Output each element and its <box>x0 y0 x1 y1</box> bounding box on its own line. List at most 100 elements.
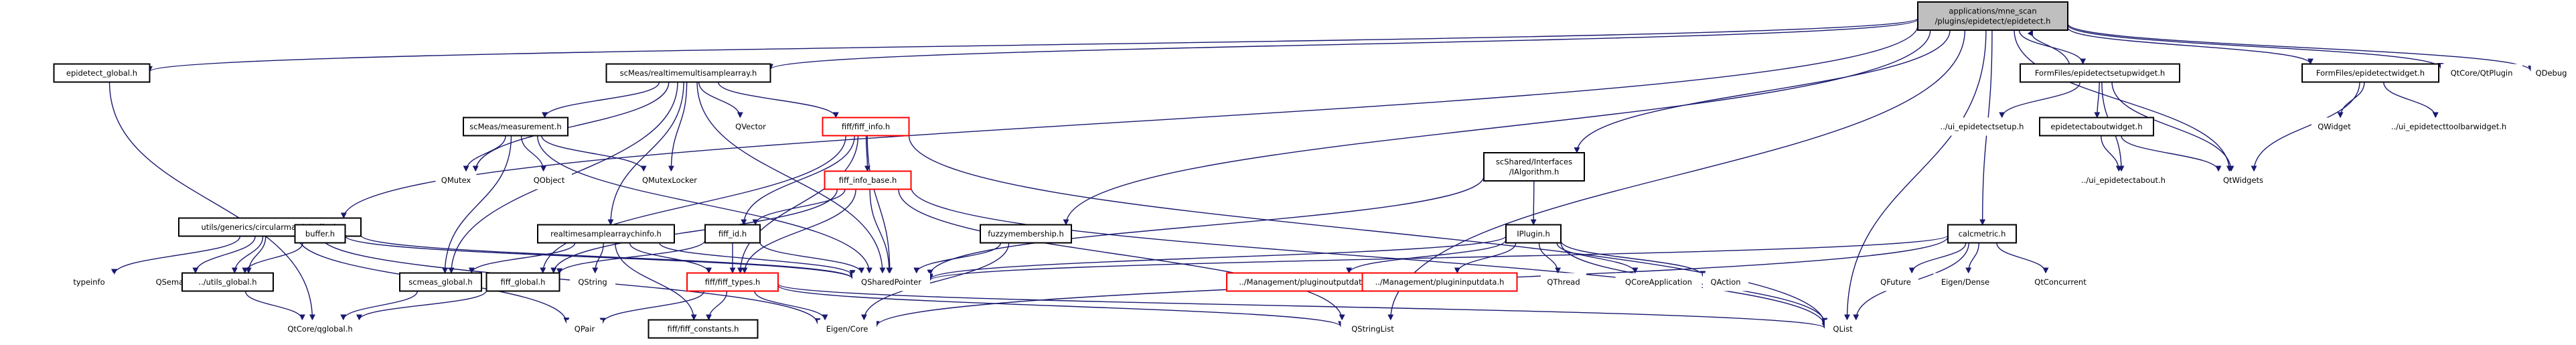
node-label: QtWidgets <box>2223 176 2263 185</box>
edge-setupwidget-to-aboutwidget <box>2094 82 2101 119</box>
node-scmeas-rtmsa[interactable]: scMeas/realtimemultisamplearray.h <box>605 63 771 83</box>
node-qwidget[interactable]: QWidget <box>2312 117 2357 136</box>
node-root[interactable]: applications/mne_scan/plugins/epidetect/… <box>1917 1 2068 31</box>
node-box <box>2312 117 2357 136</box>
node-label: QThread <box>1547 277 1580 287</box>
node-box <box>1505 224 1562 244</box>
node-plugininputdata[interactable]: ../Management/plugininputdata.h <box>1361 272 1518 292</box>
node-ui-about[interactable]: ../ui_epidetectabout.h <box>2066 171 2180 190</box>
node-label: typeinfo <box>73 277 104 287</box>
node-typeinfo[interactable]: typeinfo <box>64 273 115 291</box>
node-qtcore-plugin[interactable]: QtCore/QtPlugin <box>2441 64 2522 82</box>
node-box <box>2301 63 2439 83</box>
node-qcoreapplication[interactable]: QCoreApplication <box>1615 273 1702 291</box>
edge-fiff-info-base-to-qlist <box>910 186 1828 327</box>
node-qlist[interactable]: QList <box>1825 320 1861 338</box>
node-aboutwidget[interactable]: epidetectaboutwidget.h <box>2039 117 2154 137</box>
edge-fiff-types-to-eigen-core <box>754 291 828 321</box>
node-epidetectwidget[interactable]: FormFiles/epidetectwidget.h <box>2301 63 2439 83</box>
node-label: FormFiles/epidetectsetupwidget.h <box>2035 68 2165 78</box>
node-box <box>1947 224 2017 244</box>
node-eigen-dense[interactable]: Eigen/Dense <box>1933 273 1997 291</box>
node-label: Eigen/Dense <box>1941 277 1989 287</box>
node-qfuture[interactable]: QFuture <box>1873 273 1918 291</box>
node-ui-toolbar[interactable]: ../ui_epidetecttoolbarwidget.h <box>2374 117 2524 136</box>
node-box <box>728 117 773 136</box>
node-label: applications/mne_scan <box>1949 7 2036 16</box>
node-label: calcmetric.h <box>1959 229 2006 238</box>
node-qmutexlocker[interactable]: QMutexLocker <box>635 171 704 190</box>
node-label: ../ui_epidetectabout.h <box>2081 176 2166 185</box>
node-measurement[interactable]: scMeas/measurement.h <box>463 117 569 137</box>
node-fiff-info-base[interactable]: fiff_info_base.h <box>824 170 912 190</box>
node-qdebug[interactable]: QDebug <box>2530 64 2572 82</box>
node-buffer[interactable]: buffer.h <box>294 224 346 244</box>
node-fiff-types[interactable]: fiff/fiff_types.h <box>686 272 779 292</box>
edge-path <box>898 189 1345 321</box>
node-label: QCoreApplication <box>1625 277 1692 287</box>
node-qsharedpointer[interactable]: QSharedPointer <box>852 273 930 291</box>
node-qthread[interactable]: QThread <box>1541 273 1586 291</box>
node-epidetect-global[interactable]: epidetect_global.h <box>53 63 151 83</box>
node-scshared-ialg[interactable]: scShared/Interfaces/IAlgorithm.h <box>1483 152 1585 182</box>
node-label: QMutex <box>441 176 471 185</box>
edge-path <box>607 82 684 226</box>
edge-rtsachinfo-to-fiff-constants <box>615 243 697 321</box>
edge-fiff-id-to-fiff-global <box>556 240 706 275</box>
edge-fiff-info-to-fiff-types <box>737 135 859 274</box>
node-label: fiff_global.h <box>501 277 546 287</box>
edge-fiff-types-to-qpair <box>599 291 705 324</box>
node-label: QVector <box>735 122 766 131</box>
edge-rtsachinfo-to-fiff-types <box>629 243 712 274</box>
edge-path <box>2111 82 2234 172</box>
edge-setupwidget-to-root <box>2027 29 2070 64</box>
node-fiff-id[interactable]: fiff_id.h <box>704 224 761 244</box>
edge-fiff-types-to-qlist <box>777 283 1828 329</box>
node-fuzzy[interactable]: fuzzymembership.h <box>980 224 1072 244</box>
edge-fiff-info-to-qlist <box>908 135 1828 326</box>
node-qtconcurrent[interactable]: QtConcurrent <box>2026 273 2095 291</box>
node-box <box>980 224 1072 244</box>
node-qstring[interactable]: QString <box>570 273 615 291</box>
node-qmutex[interactable]: QMutex <box>435 171 477 190</box>
edge-path <box>442 135 512 274</box>
node-iplugin[interactable]: IPlugin.h <box>1505 224 1562 244</box>
node-pluginoutputdata[interactable]: ../Management/pluginoutputdata.h <box>1226 272 1387 292</box>
node-fiff-info[interactable]: fiff/fiff_info.h <box>822 117 910 137</box>
node-qtwidgets[interactable]: QtWidgets <box>2216 171 2271 190</box>
node-qtcoreglobal[interactable]: QtCore/qglobal.h <box>277 320 364 338</box>
node-scmeas-global[interactable]: scmeas_global.h <box>399 272 482 292</box>
edge-path <box>520 135 547 172</box>
edge-path <box>344 235 856 280</box>
edge-fiff-info-base-to-qstringlist <box>898 189 1345 321</box>
node-qpair[interactable]: QPair <box>566 320 603 338</box>
node-box <box>1703 273 1748 291</box>
node-label: fiff/fiff_info.h <box>842 122 890 131</box>
node-label: QFuture <box>1880 277 1911 287</box>
node-box <box>648 319 759 339</box>
node-setupwidget[interactable]: FormFiles/epidetectsetupwidget.h <box>2020 63 2180 83</box>
edge-path <box>1346 239 1507 274</box>
node-qvector[interactable]: QVector <box>728 117 773 136</box>
node-fiff-constants[interactable]: fiff/fiff_constants.h <box>648 319 759 339</box>
node-label: QMutexLocker <box>642 176 697 185</box>
node-qaction[interactable]: QAction <box>1703 273 1748 291</box>
node-qstringlist[interactable]: QStringList <box>1341 320 1405 338</box>
node-box <box>526 171 572 190</box>
node-fiff-global[interactable]: fiff_global.h <box>485 272 560 292</box>
node-ui-setup[interactable]: ../ui_epidetectsetup.h <box>1925 117 2039 136</box>
edge-fiff-info-to-fiff-id <box>741 135 855 226</box>
node-rtsachinfo[interactable]: realtimesamplearraychinfo.h <box>537 224 675 244</box>
node-label: QString <box>578 277 607 287</box>
node-eigen-core[interactable]: Eigen/Core <box>818 320 877 338</box>
node-box <box>399 272 482 292</box>
edge-fuzzy-to-eigen-core <box>860 243 1010 321</box>
edge-fiff-types-to-qstringlist <box>777 285 1344 328</box>
edge-scmeas-global-to-qtcoreglobal <box>340 291 418 321</box>
node-qobject[interactable]: QObject <box>526 171 572 190</box>
node-label: FormFiles/epidetectwidget.h <box>2316 68 2425 78</box>
node-utils-global[interactable]: ../utils_global.h <box>181 272 274 292</box>
edge-utils-global-to-qtcoreglobal <box>244 291 305 321</box>
node-calcmetric[interactable]: calcmetric.h <box>1947 224 2017 244</box>
